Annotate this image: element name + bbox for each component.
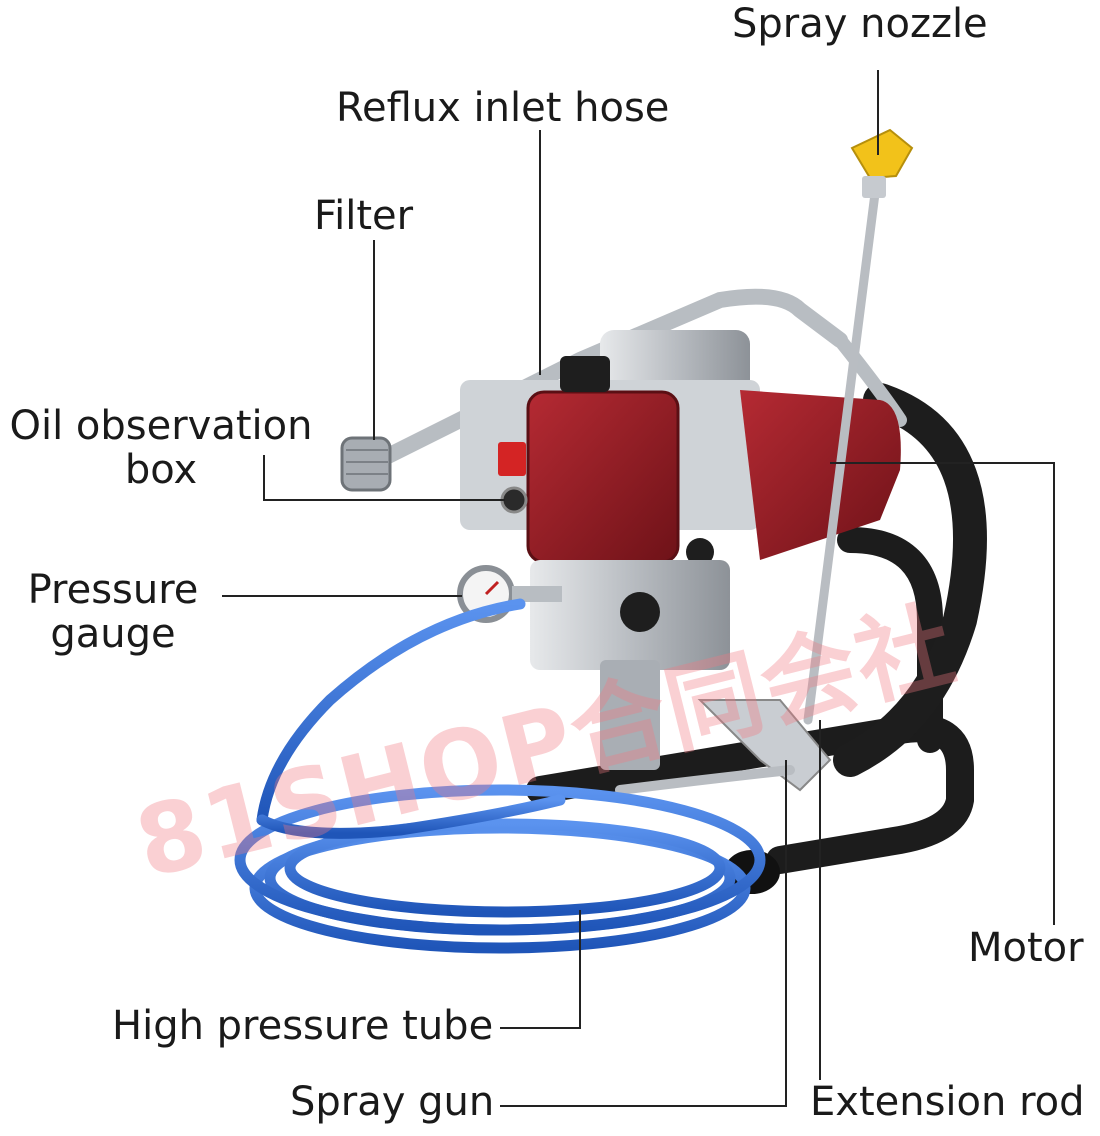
leader-oil-observation-box: [263, 455, 505, 501]
label-filter: Filter: [314, 193, 414, 239]
nozzle-tip: [850, 128, 914, 180]
leader-spray-gun: [500, 760, 787, 1107]
filter-mesh: [340, 436, 392, 492]
pressure-knob: [620, 592, 660, 632]
leader-lines: [222, 70, 1055, 1107]
label-oil-observation-box-line2: box: [124, 447, 198, 493]
label-reflux-inlet-hose: Reflux inlet hose: [336, 85, 670, 131]
oil-observation-window: [500, 486, 528, 514]
leader-high-pressure-tube: [500, 910, 581, 1029]
suction-pipe: [340, 288, 907, 492]
label-pressure-gauge-line1: Pressure: [27, 567, 199, 613]
label-extension-rod: Extension rod: [810, 1079, 1085, 1125]
label-pressure-gauge-line2: gauge: [50, 611, 176, 657]
high-pressure-hose: [234, 598, 766, 954]
label-oil-observation-box: Oil observation box: [6, 404, 316, 492]
motor-housing: [460, 330, 901, 566]
motor-cover: [526, 390, 680, 564]
label-high-pressure-tube: High pressure tube: [112, 1003, 494, 1049]
label-oil-observation-box-line1: Oil observation: [9, 403, 313, 449]
spray-gun-assembly: [615, 128, 914, 795]
power-switch: [498, 442, 526, 476]
label-motor: Motor: [968, 925, 1084, 971]
top-knob: [560, 356, 610, 392]
label-spray-gun: Spray gun: [290, 1079, 495, 1125]
label-spray-nozzle: Spray nozzle: [732, 1, 988, 47]
return-hose: [833, 383, 987, 777]
leader-motor: [830, 462, 1055, 925]
label-pressure-gauge: Pressure gauge: [20, 568, 206, 656]
